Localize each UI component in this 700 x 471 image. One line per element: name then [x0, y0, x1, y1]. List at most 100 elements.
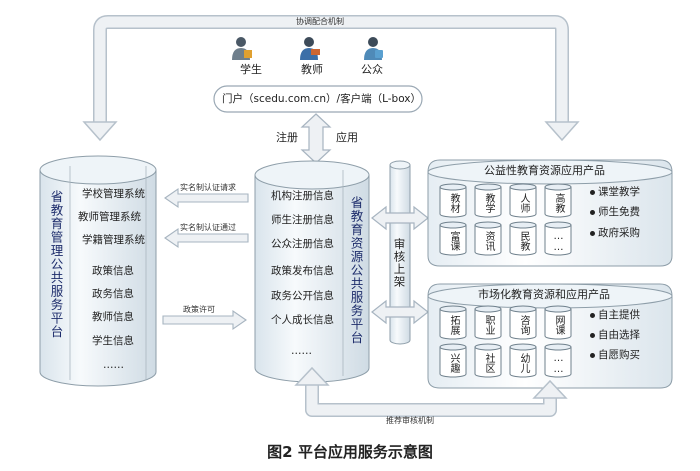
- small-cylinder-top: [544, 221, 572, 229]
- left-platform-title: 省教育管理公共服务平台: [48, 190, 64, 339]
- small-cylinder-label: 兴趣: [448, 352, 459, 373]
- left-center-arrows: [162, 187, 249, 331]
- center-item: 政务公开信息: [271, 290, 334, 302]
- small-cylinder-body: [439, 186, 467, 218]
- small-cylinder-top: [439, 343, 467, 351]
- left-item: 政策信息: [92, 265, 134, 277]
- small-cylinder-top: [439, 221, 467, 229]
- center-item: 师生注册信息: [271, 214, 334, 226]
- small-cylinder-body: [544, 308, 572, 340]
- small-cylinder-body: [509, 308, 537, 340]
- center-item: 个人成长信息: [271, 314, 334, 326]
- small-cylinder-label: 教学: [483, 192, 494, 213]
- left-item: 学籍管理系统: [82, 234, 145, 246]
- portal-label: 门户（scedu.com.cn）/客户端（L-box）: [222, 93, 422, 105]
- small-cylinder-body: [544, 186, 572, 218]
- small-cylinder-label: 高教: [553, 192, 564, 213]
- small-cylinder-top: [544, 183, 572, 191]
- small-cylinder-top: [474, 183, 502, 191]
- left-item: 学校管理系统: [82, 188, 145, 200]
- apply-label: 应用: [336, 131, 358, 144]
- portal-box: [213, 85, 423, 113]
- teacher-icon: [298, 36, 320, 60]
- small-cylinder-top: [509, 183, 537, 191]
- small-cylinder-top: [439, 305, 467, 313]
- center-platform-cylinder: [254, 160, 370, 383]
- small-cylinder-top: [509, 343, 537, 351]
- small-cylinder-label: 人师: [518, 192, 529, 213]
- public-products-title: 公益性教育资源应用产品: [484, 164, 605, 177]
- review-label: 审核上架: [392, 238, 407, 288]
- small-cylinder-label: ……: [553, 231, 564, 253]
- small-cylinder-body: [439, 224, 467, 256]
- small-cylinder-top: [544, 305, 572, 313]
- left-platform-cylinder: [39, 155, 157, 387]
- small-cylinder-body: [439, 308, 467, 340]
- small-cylinder-label: 职业: [483, 314, 494, 335]
- center-item: 机构注册信息: [271, 190, 334, 202]
- arrow-label-approved: 实名制认证通过: [180, 223, 236, 232]
- small-cylinder-top: [474, 305, 502, 313]
- register-label: 注册: [276, 131, 298, 144]
- public-bullet: 政府采购: [590, 228, 640, 239]
- small-cylinder-body: [439, 346, 467, 378]
- public-bullet: 课堂教学: [590, 187, 640, 198]
- small-cylinder-body: [509, 186, 537, 218]
- left-item: 教师信息: [92, 311, 134, 323]
- review-pillar: [389, 160, 411, 345]
- market-bullet: 自愿购买: [590, 350, 640, 361]
- diagram-stage: 协调配合机制 学生 教师 公众 门户（scedu.com.cn）/客户端（L-b…: [39, 15, 673, 425]
- small-cylinder-body: [544, 346, 572, 378]
- market-products-title: 市场化教育资源和应用产品: [478, 288, 610, 301]
- coordination-label: 协调配合机制: [296, 17, 344, 26]
- small-cylinder-label: ……: [553, 353, 564, 375]
- small-cylinder-body: [474, 186, 502, 218]
- small-cylinder-top: [439, 183, 467, 191]
- small-cylinder-label: 拓展: [448, 314, 459, 335]
- small-cylinder-top: [544, 343, 572, 351]
- small-cylinder-label: 咨询: [518, 314, 529, 335]
- figure-caption: 图2 平台应用服务示意图: [267, 443, 433, 461]
- small-cylinder-top: [509, 305, 537, 313]
- center-item: ……: [291, 345, 312, 357]
- small-cylinder-label: 民教: [518, 230, 529, 251]
- small-cylinder-body: [509, 346, 537, 378]
- small-cylinders: [439, 183, 572, 378]
- arrow-label-request: 实名制认证请求: [180, 183, 236, 192]
- bottom-loop-arrow: [294, 366, 568, 417]
- small-cylinder-top: [474, 221, 502, 229]
- left-item: 学生信息: [92, 335, 134, 347]
- small-cylinder-top: [509, 221, 537, 229]
- left-item: 政务信息: [92, 288, 134, 300]
- top-loop-arrow: [82, 15, 580, 142]
- center-platform-title: 省教育资源公共服务平台: [348, 196, 364, 345]
- user-label-student: 学生: [240, 63, 262, 76]
- small-cylinder-label: 资讯: [483, 230, 494, 251]
- diagram-graphics: [39, 15, 673, 417]
- register-apply-arrow: [300, 113, 332, 164]
- user-label-public: 公众: [361, 63, 383, 76]
- left-item: ……: [103, 359, 124, 371]
- public-bullet: 师生免费: [590, 207, 640, 218]
- right-double-arrows: [371, 205, 429, 325]
- left-item: 教师管理系统: [78, 211, 141, 223]
- small-cylinder-top: [474, 343, 502, 351]
- small-cylinder-label: 富课: [448, 230, 459, 251]
- small-cylinder-body: [544, 224, 572, 256]
- small-cylinder-label: 幼儿: [518, 352, 529, 373]
- small-cylinder-label: 网课: [553, 314, 564, 335]
- market-bullet: 自由选择: [590, 330, 640, 341]
- student-icon: [230, 36, 252, 60]
- public-icon: [362, 36, 384, 60]
- market-bullet: 自主提供: [590, 310, 640, 321]
- small-cylinder-body: [474, 224, 502, 256]
- arrow-label-policy: 政策许可: [183, 305, 215, 314]
- center-item: 公众注册信息: [271, 238, 334, 250]
- small-cylinder-label: 教材: [448, 192, 459, 213]
- small-cylinder-body: [509, 224, 537, 256]
- recommend-label: 推荐审核机制: [386, 416, 434, 425]
- center-item: 政策发布信息: [271, 265, 334, 277]
- user-label-teacher: 教师: [301, 63, 323, 76]
- small-cylinder-body: [474, 308, 502, 340]
- small-cylinder-label: 社区: [483, 352, 494, 373]
